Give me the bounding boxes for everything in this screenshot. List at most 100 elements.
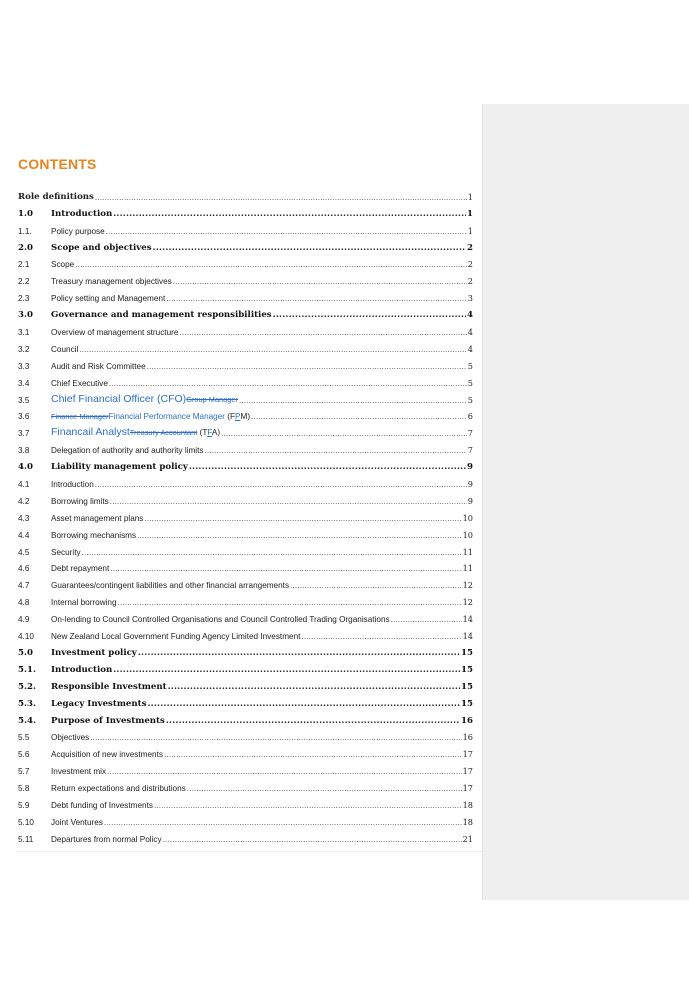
toc-entry-4-5[interactable]: 4.5 Security ...........................… [18, 540, 473, 557]
toc-entry-title: Introduction [51, 664, 113, 675]
toc-page-number: 11 [462, 546, 473, 557]
toc-entry-title: New Zealand Local Government Funding Age… [51, 632, 301, 642]
toc-page-number: 6 [467, 411, 473, 422]
toc-page-number: 9 [467, 495, 473, 506]
toc-page-number: 3 [467, 293, 473, 304]
toc-entry-2-0[interactable]: 2.0 Scope and objectives ...............… [18, 236, 473, 253]
toc-leader-dots: ........................................… [117, 598, 462, 608]
toc-leader-dots: ........................................… [109, 496, 467, 506]
toc-page-number: 21 [462, 833, 473, 844]
toc-entry-4-10[interactable]: 4.10 New Zealand Local Government Fundin… [18, 624, 473, 641]
abbrev-prefix: (T [197, 428, 208, 438]
toc-entry-3-0[interactable]: 3.0 Governance and management responsibi… [18, 303, 473, 320]
toc-entry-5-8[interactable]: 5.8 Return expectations and distribution… [18, 776, 473, 793]
toc-entry-number: 4.3 [18, 513, 30, 523]
toc-entry-1-1[interactable]: 1.1. Policy purpose ....................… [18, 219, 473, 236]
toc-page-number: 5 [467, 394, 473, 405]
toc-entry-number: 5.5 [18, 733, 30, 743]
toc-entry-5-5[interactable]: 5.5 Objectives .........................… [18, 726, 473, 743]
toc-leader-dots: ........................................… [144, 513, 462, 523]
toc-page-number: 2 [467, 276, 473, 287]
toc-entry-number: 4.10 [18, 632, 34, 642]
toc-entry-number: 2.3 [18, 294, 30, 304]
toc-entry-5-0[interactable]: 5.0 Investment policy ..................… [18, 641, 473, 658]
toc-entry-number: 5.6 [18, 750, 30, 760]
toc-entry-title: Legacy Investments [51, 698, 147, 709]
toc-leader-dots: ........................................… [75, 260, 467, 270]
toc-entry-number: 3.0 [18, 310, 33, 321]
toc-entry-2-1[interactable]: 2.1 Scope ..............................… [18, 253, 473, 270]
toc-entry-title: Role definitions [18, 191, 94, 202]
toc-entry-4-9[interactable]: 4.9 On-lending to Council Controlled Org… [18, 607, 473, 624]
toc-entry-title: Policy setting and Management [51, 294, 166, 304]
toc-entry-3-4[interactable]: 3.4 Chief Executive ....................… [18, 371, 473, 388]
toc-entry-4-8[interactable]: 4.8 Internal borrowing .................… [18, 590, 473, 607]
toc-entry-title: Departures from normal Policy [51, 834, 162, 844]
toc-page-number: 18 [462, 816, 473, 827]
toc-entry-number: 5.0 [18, 647, 33, 658]
toc-entry-title: Guarantees/contingent liabilities and ot… [51, 581, 290, 591]
toc-entry-number: 5.7 [18, 767, 30, 777]
toc-entry-5-6[interactable]: 5.6 Acquisition of new investments .....… [18, 742, 473, 759]
toc-entry-5-1[interactable]: 5.1. Introduction ......................… [18, 658, 473, 675]
toc-entry-3-7[interactable]: 3.7 Financail AnalystTreasury Accountant… [18, 421, 473, 438]
toc-entry-number: 4.5 [18, 547, 30, 557]
toc-page-number: 10 [462, 529, 473, 540]
page-divider [16, 851, 482, 852]
toc-entry-4-2[interactable]: 4.2 Borrowing limits ...................… [18, 489, 473, 506]
toc-entry-number: 5.2. [18, 681, 36, 692]
toc-entry-5-10[interactable]: 5.10 Joint Ventures ....................… [18, 810, 473, 827]
toc-leader-dots: ........................................… [221, 429, 467, 439]
toc-page-number: 15 [461, 681, 473, 692]
toc-entry-5-7[interactable]: 5.7 Investment mix .....................… [18, 759, 473, 776]
abbrev-prefix: (F [225, 412, 236, 422]
toc-entry-5-9[interactable]: 5.9 Debt funding of Investments ........… [18, 793, 473, 810]
toc-page-number: 7 [467, 428, 473, 439]
toc-leader-dots: ........................................… [94, 480, 467, 490]
toc-entry-number: 4.0 [18, 462, 33, 473]
toc-entry-3-6[interactable]: 3.6 Finance ManagerFinancial Performance… [18, 405, 473, 422]
toc-page-number: 4 [467, 343, 473, 354]
toc-leader-dots: ........................................… [79, 344, 467, 354]
toc-entry-5-3[interactable]: 5.3. Legacy Investments ................… [18, 692, 473, 709]
toc-entry-3-3[interactable]: 3.3 Audit and Risk Committee ...........… [18, 354, 473, 371]
toc-entry-number: 5.10 [18, 817, 34, 827]
toc-entry-1-0[interactable]: 1.0 Introduction .......................… [18, 202, 473, 219]
toc-entry-2-2[interactable]: 2.2 Treasury management objectives .....… [18, 269, 473, 286]
tracked-deletion: Finance Manager [51, 412, 109, 422]
toc-page-number: 18 [462, 799, 473, 810]
toc-leader-dots: ........................................… [90, 733, 462, 743]
toc-entry-5-4[interactable]: 5.4. Purpose of Investments ............… [18, 709, 473, 726]
toc-entry-4-0[interactable]: 4.0 Liability management policy ........… [18, 455, 473, 472]
toc-entry-title: Liability management policy [51, 462, 188, 473]
toc-entry-5-2[interactable]: 5.2. Responsible Investment ............… [18, 675, 473, 692]
toc-entry-4-6[interactable]: 4.6 Debt repayment .....................… [18, 557, 473, 574]
toc-entry-title-tracked: Chief Financial Officer (CFO)Group Manag… [51, 393, 238, 405]
toc-entry-title: Objectives [51, 733, 90, 743]
toc-entry-3-8[interactable]: 3.8 Delegation of authority and authorit… [18, 438, 473, 455]
toc-entry-2-3[interactable]: 2.3 Policy setting and Management ......… [18, 286, 473, 303]
toc-page-number: 17 [462, 783, 473, 794]
toc-entry-role-definitions[interactable]: Role definitions .......................… [18, 185, 473, 202]
toc-entry-number: 2.1 [18, 260, 30, 270]
toc-entry-4-1[interactable]: 4.1 Introduction .......................… [18, 472, 473, 489]
toc-leader-dots: ........................................… [110, 564, 462, 574]
toc-leader-dots: ........................................… [186, 784, 462, 794]
tracked-insertion-letter: P [235, 412, 241, 422]
toc-entry-title: Debt repayment [51, 564, 110, 574]
toc-entry-number: 5.3. [18, 698, 36, 709]
toc-entry-number: 1.1. [18, 226, 32, 236]
toc-entry-title: Borrowing mechanisms [51, 530, 137, 540]
toc-entry-4-7[interactable]: 4.7 Guarantees/contingent liabilities an… [18, 573, 473, 590]
toc-entry-3-1[interactable]: 3.1 Overview of management structure ...… [18, 320, 473, 337]
toc-entry-title: Security [51, 547, 81, 557]
toc-leader-dots: ........................................… [179, 328, 466, 338]
toc-entry-5-11[interactable]: 5.11 Departures from normal Policy .....… [18, 827, 473, 844]
toc-entry-3-2[interactable]: 3.2 Council ............................… [18, 337, 473, 354]
toc-entry-4-4[interactable]: 4.4 Borrowing mechanisms ...............… [18, 523, 473, 540]
toc-page-number: 12 [462, 597, 473, 608]
toc-entry-3-5[interactable]: 3.5 Chief Financial Officer (CFO)Group M… [18, 388, 473, 405]
toc-entry-title: Internal borrowing [51, 598, 117, 608]
toc-page-number: 9 [467, 479, 473, 490]
toc-entry-4-3[interactable]: 4.3 Asset management plans .............… [18, 506, 473, 523]
